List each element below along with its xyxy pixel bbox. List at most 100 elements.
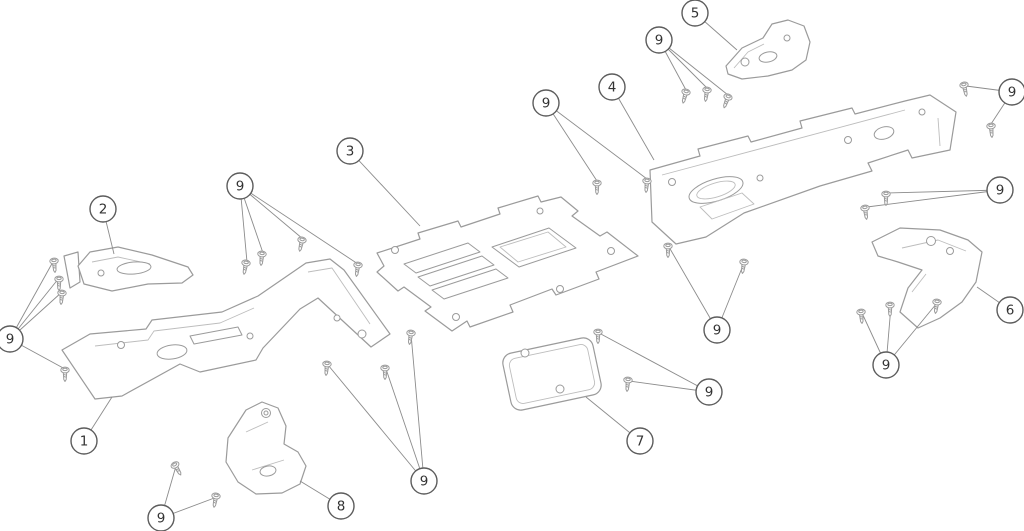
callout-number: 9 bbox=[6, 332, 15, 348]
callout-circle[interactable] bbox=[327, 492, 355, 520]
leader-line bbox=[239, 185, 359, 265]
callout-number: 8 bbox=[337, 499, 346, 515]
leader-line bbox=[349, 150, 421, 227]
screw-icon bbox=[351, 261, 364, 278]
screw-icon bbox=[380, 364, 390, 380]
callout-circle[interactable] bbox=[996, 296, 1024, 324]
leader-line bbox=[598, 332, 710, 393]
callout-9[interactable]: 9 bbox=[703, 316, 731, 344]
callout-9[interactable]: 9 bbox=[872, 351, 900, 379]
part-3-center-underbody-panel bbox=[376, 195, 639, 332]
callout-9[interactable]: 9 bbox=[147, 504, 175, 531]
callout-circle[interactable] bbox=[410, 467, 438, 495]
callout-9[interactable]: 9 bbox=[695, 378, 723, 406]
callout-circle[interactable] bbox=[681, 0, 709, 27]
callout-9[interactable]: 9 bbox=[410, 467, 438, 495]
callout-circle[interactable] bbox=[0, 325, 24, 353]
part-1-left-underbody-panel bbox=[61, 258, 391, 400]
callout-circle[interactable] bbox=[645, 26, 673, 54]
callout-circle[interactable] bbox=[89, 195, 117, 223]
callout-circle[interactable] bbox=[986, 176, 1014, 204]
leader-line bbox=[668, 246, 718, 331]
callout-circle[interactable] bbox=[532, 89, 560, 117]
leader-line bbox=[239, 185, 304, 240]
screw-icon bbox=[678, 87, 692, 105]
callout-number: 5 bbox=[691, 6, 700, 22]
leader-line bbox=[410, 333, 425, 482]
callout-number: 9 bbox=[157, 511, 166, 527]
callout-number: 6 bbox=[1006, 303, 1015, 319]
screw-icon bbox=[239, 258, 252, 276]
callout-9[interactable]: 9 bbox=[645, 26, 673, 54]
screw-icon bbox=[54, 275, 64, 291]
leader-line bbox=[9, 259, 55, 340]
callout-1[interactable]: 1 bbox=[70, 427, 98, 455]
callout-number: 9 bbox=[1008, 85, 1017, 101]
callout-4[interactable]: 4 bbox=[598, 73, 626, 101]
screw-icon bbox=[958, 80, 971, 98]
callout-number: 1 bbox=[80, 434, 89, 450]
part-8-bottom-bracket bbox=[225, 401, 307, 495]
screw-icon bbox=[169, 459, 185, 478]
screw-icon bbox=[859, 204, 872, 221]
callout-9[interactable]: 9 bbox=[986, 176, 1014, 204]
leader-line bbox=[658, 39, 729, 96]
callout-number: 9 bbox=[542, 96, 551, 112]
callout-8[interactable]: 8 bbox=[327, 492, 355, 520]
part-6-right-bracket bbox=[871, 227, 983, 329]
callout-2[interactable]: 2 bbox=[89, 195, 117, 223]
callout-6[interactable]: 6 bbox=[996, 296, 1024, 324]
screw-icon bbox=[209, 491, 222, 509]
callout-number: 9 bbox=[236, 179, 245, 195]
callout-9[interactable]: 9 bbox=[532, 89, 560, 117]
part-5-top-right-bracket bbox=[725, 19, 811, 80]
parts-layer bbox=[61, 19, 983, 495]
callout-circle[interactable] bbox=[147, 504, 175, 531]
leader-line bbox=[611, 86, 655, 161]
callout-5[interactable]: 5 bbox=[681, 0, 709, 27]
screw-icon bbox=[404, 329, 417, 346]
part-7-access-cover-plate bbox=[502, 337, 602, 411]
screw-icon bbox=[593, 328, 603, 344]
screw-icon bbox=[321, 360, 332, 377]
callout-9[interactable]: 9 bbox=[0, 325, 24, 353]
callout-circle[interactable] bbox=[998, 78, 1024, 106]
screw-icon bbox=[856, 308, 867, 325]
screw-icon bbox=[56, 289, 67, 306]
screw-icon bbox=[256, 250, 267, 267]
screw-icon bbox=[622, 376, 633, 393]
screw-icon bbox=[700, 86, 713, 103]
screw-icon bbox=[295, 235, 308, 253]
callout-number: 9 bbox=[713, 323, 722, 339]
callout-circle[interactable] bbox=[226, 172, 254, 200]
screw-icon bbox=[737, 258, 750, 275]
callout-circle[interactable] bbox=[695, 378, 723, 406]
callout-circle[interactable] bbox=[70, 427, 98, 455]
callout-circle[interactable] bbox=[336, 137, 364, 165]
callout-7[interactable]: 7 bbox=[626, 427, 654, 455]
screw-icon bbox=[592, 179, 602, 195]
screw-icon bbox=[60, 366, 70, 382]
callout-9[interactable]: 9 bbox=[226, 172, 254, 200]
callout-number: 9 bbox=[705, 385, 714, 401]
callout-circle[interactable] bbox=[598, 73, 626, 101]
callout-number: 9 bbox=[996, 183, 1005, 199]
leader-line bbox=[545, 102, 648, 180]
callout-circle[interactable] bbox=[703, 316, 731, 344]
leader-line bbox=[385, 368, 425, 482]
screw-icon bbox=[881, 190, 891, 206]
callout-number: 3 bbox=[346, 144, 355, 160]
callout-number: 4 bbox=[608, 80, 617, 96]
screw-icon bbox=[719, 92, 734, 110]
callout-9[interactable]: 9 bbox=[998, 78, 1024, 106]
callout-circle[interactable] bbox=[626, 427, 654, 455]
callout-3[interactable]: 3 bbox=[336, 137, 364, 165]
leader-line bbox=[866, 189, 1001, 208]
callout-number: 9 bbox=[420, 474, 429, 490]
callout-circle[interactable] bbox=[872, 351, 900, 379]
callout-number: 2 bbox=[99, 202, 108, 218]
leader-line bbox=[327, 364, 425, 482]
callout-number: 9 bbox=[882, 358, 891, 374]
